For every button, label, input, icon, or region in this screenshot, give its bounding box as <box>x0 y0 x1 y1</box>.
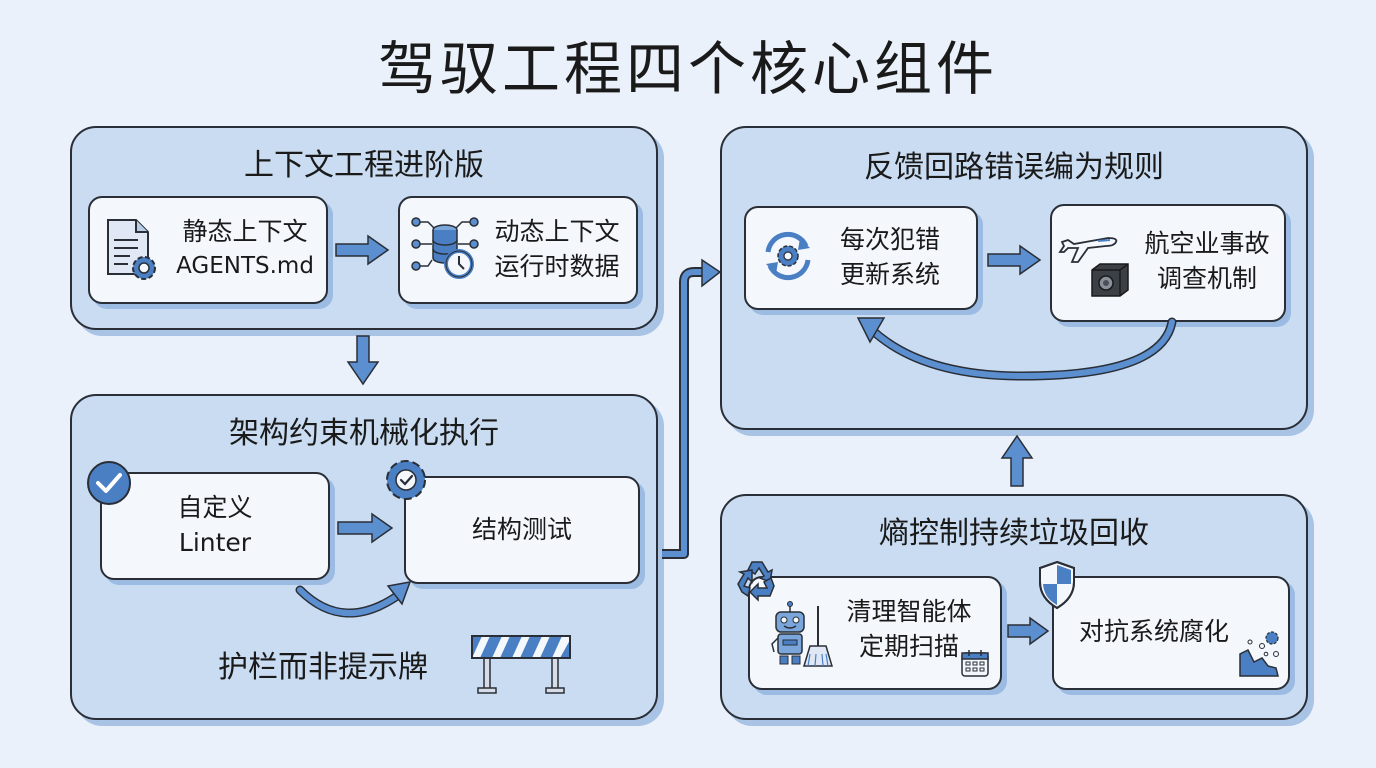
card-line2: AGENTS.md <box>176 253 314 279</box>
panel-title: 架构约束机械化执行 <box>229 416 499 451</box>
calendar-icon <box>960 648 990 682</box>
card-text: 每次犯错 更新系统 <box>820 222 960 292</box>
arrow-up-icon <box>1000 434 1034 492</box>
card-line1: 对抗系统腐化 <box>1078 617 1229 646</box>
caption-guardrails: 护栏而非提示牌 <box>218 650 428 685</box>
refresh-gear-icon <box>760 228 816 288</box>
card-line1: 动态上下文 <box>494 217 620 246</box>
check-circle-icon <box>86 460 132 510</box>
panel-architecture-constraints: 架构约束机械化执行 自定义 Linter 结构测试 护栏而非提示牌 <box>70 394 658 720</box>
robot-broom-icon <box>768 601 838 672</box>
card-dynamic-context: 动态上下文 运行时数据 <box>398 196 638 304</box>
black-box-icon <box>1088 260 1132 304</box>
panel-title: 上下文工程进阶版 <box>244 148 484 183</box>
card-custom-linter: 自定义 Linter <box>100 472 330 580</box>
card-structure-tests: 结构测试 <box>404 476 640 584</box>
arrow-right-icon <box>336 512 394 548</box>
card-text: 自定义 Linter <box>102 490 328 560</box>
panel-feedback-loop: 反馈回路错误编为规则 每次犯错 更新系统 <box>720 126 1308 430</box>
panel-entropy-control: 熵控制持续垃圾回收 清理智能体 定期扫描 <box>720 494 1308 720</box>
card-line1: 航空业事故 <box>1144 229 1270 258</box>
card-line1: 静态上下文 <box>182 217 308 246</box>
gear-check-icon <box>380 454 432 510</box>
barrier-icon <box>470 630 574 698</box>
card-resist-decay: 对抗系统腐化 <box>1052 576 1290 690</box>
arrow-down-icon <box>346 334 380 390</box>
card-update-on-error: 每次犯错 更新系统 <box>744 206 978 310</box>
card-text: 动态上下文 运行时数据 <box>484 214 630 284</box>
card-text: 清理智能体 定期扫描 <box>834 594 984 664</box>
card-line2: 更新系统 <box>839 260 940 289</box>
panel-title: 熵控制持续垃圾回收 <box>879 516 1149 551</box>
card-text: 结构测试 <box>406 512 638 547</box>
recycle-icon <box>734 556 782 608</box>
arrow-right-icon <box>334 234 390 270</box>
shield-icon <box>1036 560 1078 614</box>
card-static-context: 静态上下文 AGENTS.md <box>88 196 328 304</box>
card-text: 航空业事故 调查机制 <box>1134 226 1280 296</box>
card-line2: Linter <box>178 528 252 557</box>
panel-context-engineering: 上下文工程进阶版 静态上下文 AGENTS.md <box>70 126 658 330</box>
card-cleanup-agent: 清理智能体 定期扫描 <box>748 576 1002 690</box>
page-title: 驾驭工程四个核心组件 <box>377 35 998 103</box>
arrow-right-icon <box>1006 616 1050 650</box>
card-line2: 定期扫描 <box>858 632 959 661</box>
card-line1: 结构测试 <box>471 515 572 544</box>
arrow-right-icon <box>986 244 1042 280</box>
connector-arrow-icon <box>656 256 726 570</box>
card-line2: 调查机制 <box>1156 264 1257 293</box>
curved-arrow-icon <box>294 581 414 638</box>
database-clock-icon <box>410 214 480 288</box>
decay-rubble-icon <box>1238 628 1284 682</box>
card-line2: 运行时数据 <box>494 252 620 281</box>
card-line1: 自定义 <box>177 493 253 522</box>
card-aviation-investigation: 航空业事故 调查机制 <box>1050 204 1286 322</box>
document-gear-icon <box>102 216 162 290</box>
panel-title: 反馈回路错误编为规则 <box>864 150 1164 185</box>
card-text: 静态上下文 AGENTS.md <box>170 214 320 284</box>
loop-back-arrow-icon <box>842 316 1192 390</box>
airplane-icon <box>1058 224 1120 268</box>
card-line1: 每次犯错 <box>839 225 940 254</box>
card-line1: 清理智能体 <box>846 597 972 626</box>
card-text: 对抗系统腐化 <box>1054 614 1254 649</box>
